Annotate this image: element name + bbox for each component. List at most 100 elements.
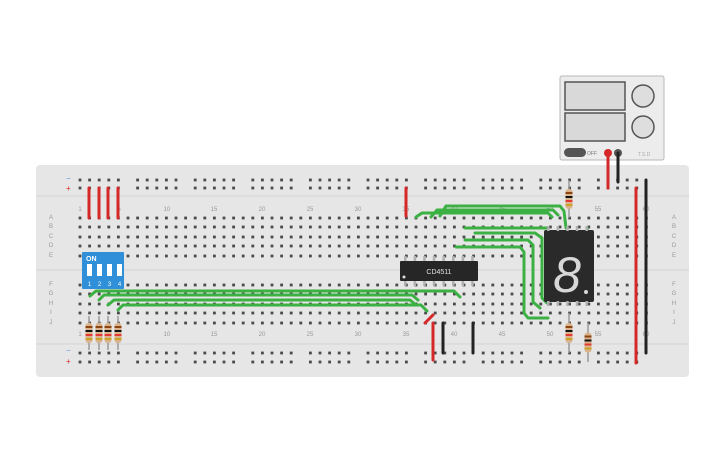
row-letter: D	[49, 243, 54, 249]
breadboard-hole	[97, 302, 101, 306]
rail-hole	[510, 360, 514, 364]
breadboard-hole	[251, 225, 255, 229]
green-wire[interactable]	[97, 293, 420, 302]
breadboard-hole	[577, 225, 581, 229]
resistor-band	[565, 330, 573, 332]
red-wire[interactable]	[423, 313, 435, 362]
green-wire[interactable]	[88, 289, 462, 299]
breadboard-hole	[261, 311, 264, 315]
breadboard-hole	[606, 244, 610, 248]
breadboard-hole	[145, 225, 149, 229]
rail-hole	[366, 186, 370, 190]
green-wire[interactable]	[454, 245, 550, 320]
breadboard-hole	[625, 244, 629, 248]
breadboard-hole	[529, 321, 533, 325]
breadboard-hole	[318, 321, 322, 325]
rail-hole	[318, 186, 322, 190]
breadboard-hole	[501, 283, 504, 287]
breadboard-hole	[453, 235, 456, 239]
breadboard-hole	[501, 254, 504, 258]
breadboard-hole	[213, 225, 216, 229]
dip-on-label: ON	[86, 256, 97, 263]
breadboard-hole	[299, 216, 303, 220]
ic-pin	[404, 256, 407, 262]
ic-label: CD4511	[426, 269, 451, 276]
breadboard-hole	[433, 292, 437, 296]
rail-hole	[280, 351, 283, 355]
breadboard-hole	[625, 235, 629, 239]
dip-toggle-1[interactable]	[87, 264, 92, 276]
rail-hole	[318, 360, 322, 364]
rail-hole	[385, 178, 389, 182]
breadboard-hole	[78, 235, 82, 239]
dip-switch[interactable]: ON 1 2 3 4	[82, 252, 124, 289]
breadboard-hole	[232, 225, 235, 229]
green-wire[interactable]	[116, 303, 429, 313]
breadboard-hole	[78, 321, 82, 325]
power-switch[interactable]	[564, 148, 586, 157]
breadboard-hole	[347, 225, 351, 229]
green-wire[interactable]	[414, 211, 554, 219]
breadboard-hole	[155, 225, 159, 229]
breadboard-hole	[184, 225, 187, 229]
column-number: 55	[595, 332, 602, 338]
rail-hole	[635, 178, 639, 182]
power-supply[interactable]: OFF T.S.D	[559, 75, 665, 161]
rail-hole	[597, 186, 600, 190]
breadboard-hole	[597, 216, 600, 220]
rail-hole	[347, 178, 351, 182]
row-letter: B	[672, 224, 676, 230]
breadboard-hole	[222, 216, 226, 220]
breadboard-hole	[97, 225, 101, 229]
power-rail-holes[interactable]	[78, 178, 639, 364]
breadboard-hole	[78, 244, 82, 248]
current-knob[interactable]	[631, 115, 655, 139]
breadboard-hole	[299, 321, 303, 325]
breadboard-hole	[347, 311, 351, 315]
breadboard-hole	[184, 244, 187, 248]
breadboard-hole	[289, 311, 293, 315]
breadboard-hole	[270, 311, 274, 315]
breadboard-hole	[347, 321, 351, 325]
breadboard-hole	[481, 254, 485, 258]
rail-hole	[395, 360, 399, 364]
ic-chip[interactable]: CD4511	[400, 256, 478, 286]
green-wire[interactable]	[429, 208, 560, 219]
green-wire[interactable]	[106, 298, 418, 307]
resistor-band	[114, 338, 122, 340]
breadboard-hole	[587, 225, 591, 229]
green-wire[interactable]	[473, 231, 549, 305]
minus-rail-sign-bottom: −	[66, 346, 71, 355]
resistor-band	[114, 330, 122, 332]
breadboard-hole	[443, 244, 447, 248]
green-wire[interactable]	[463, 238, 542, 310]
seven-segment-display[interactable]: 8	[544, 226, 594, 306]
row-letter: A	[49, 215, 53, 221]
breadboard-hole	[337, 216, 341, 220]
plus-rail-sign: +	[66, 184, 71, 193]
rail-hole	[155, 360, 159, 364]
resistor-band	[584, 343, 592, 346]
dip-toggle-4[interactable]	[117, 264, 122, 276]
rail-hole	[462, 178, 466, 182]
voltage-knob[interactable]	[631, 84, 655, 108]
resistor-band	[565, 338, 573, 340]
breadboard-hole	[309, 244, 312, 248]
rail-hole	[405, 178, 408, 182]
breadboard-hole	[117, 244, 120, 248]
dip-toggle-2[interactable]	[97, 264, 102, 276]
rail-hole	[261, 351, 264, 355]
green-wire[interactable]	[438, 204, 568, 230]
breadboard-hole	[270, 283, 274, 287]
breadboard-hole	[385, 225, 389, 229]
row-letter: H	[49, 301, 53, 307]
resistor-band	[85, 334, 93, 336]
breadboard-hole	[453, 311, 456, 315]
breadboard-hole	[520, 321, 523, 325]
rail-hole	[165, 186, 168, 190]
breadboard-hole	[472, 292, 475, 296]
breadboard-hole	[625, 292, 629, 296]
breadboard-hole	[165, 254, 168, 258]
dip-toggle-3[interactable]	[107, 264, 112, 276]
breadboard-hole	[251, 235, 255, 239]
